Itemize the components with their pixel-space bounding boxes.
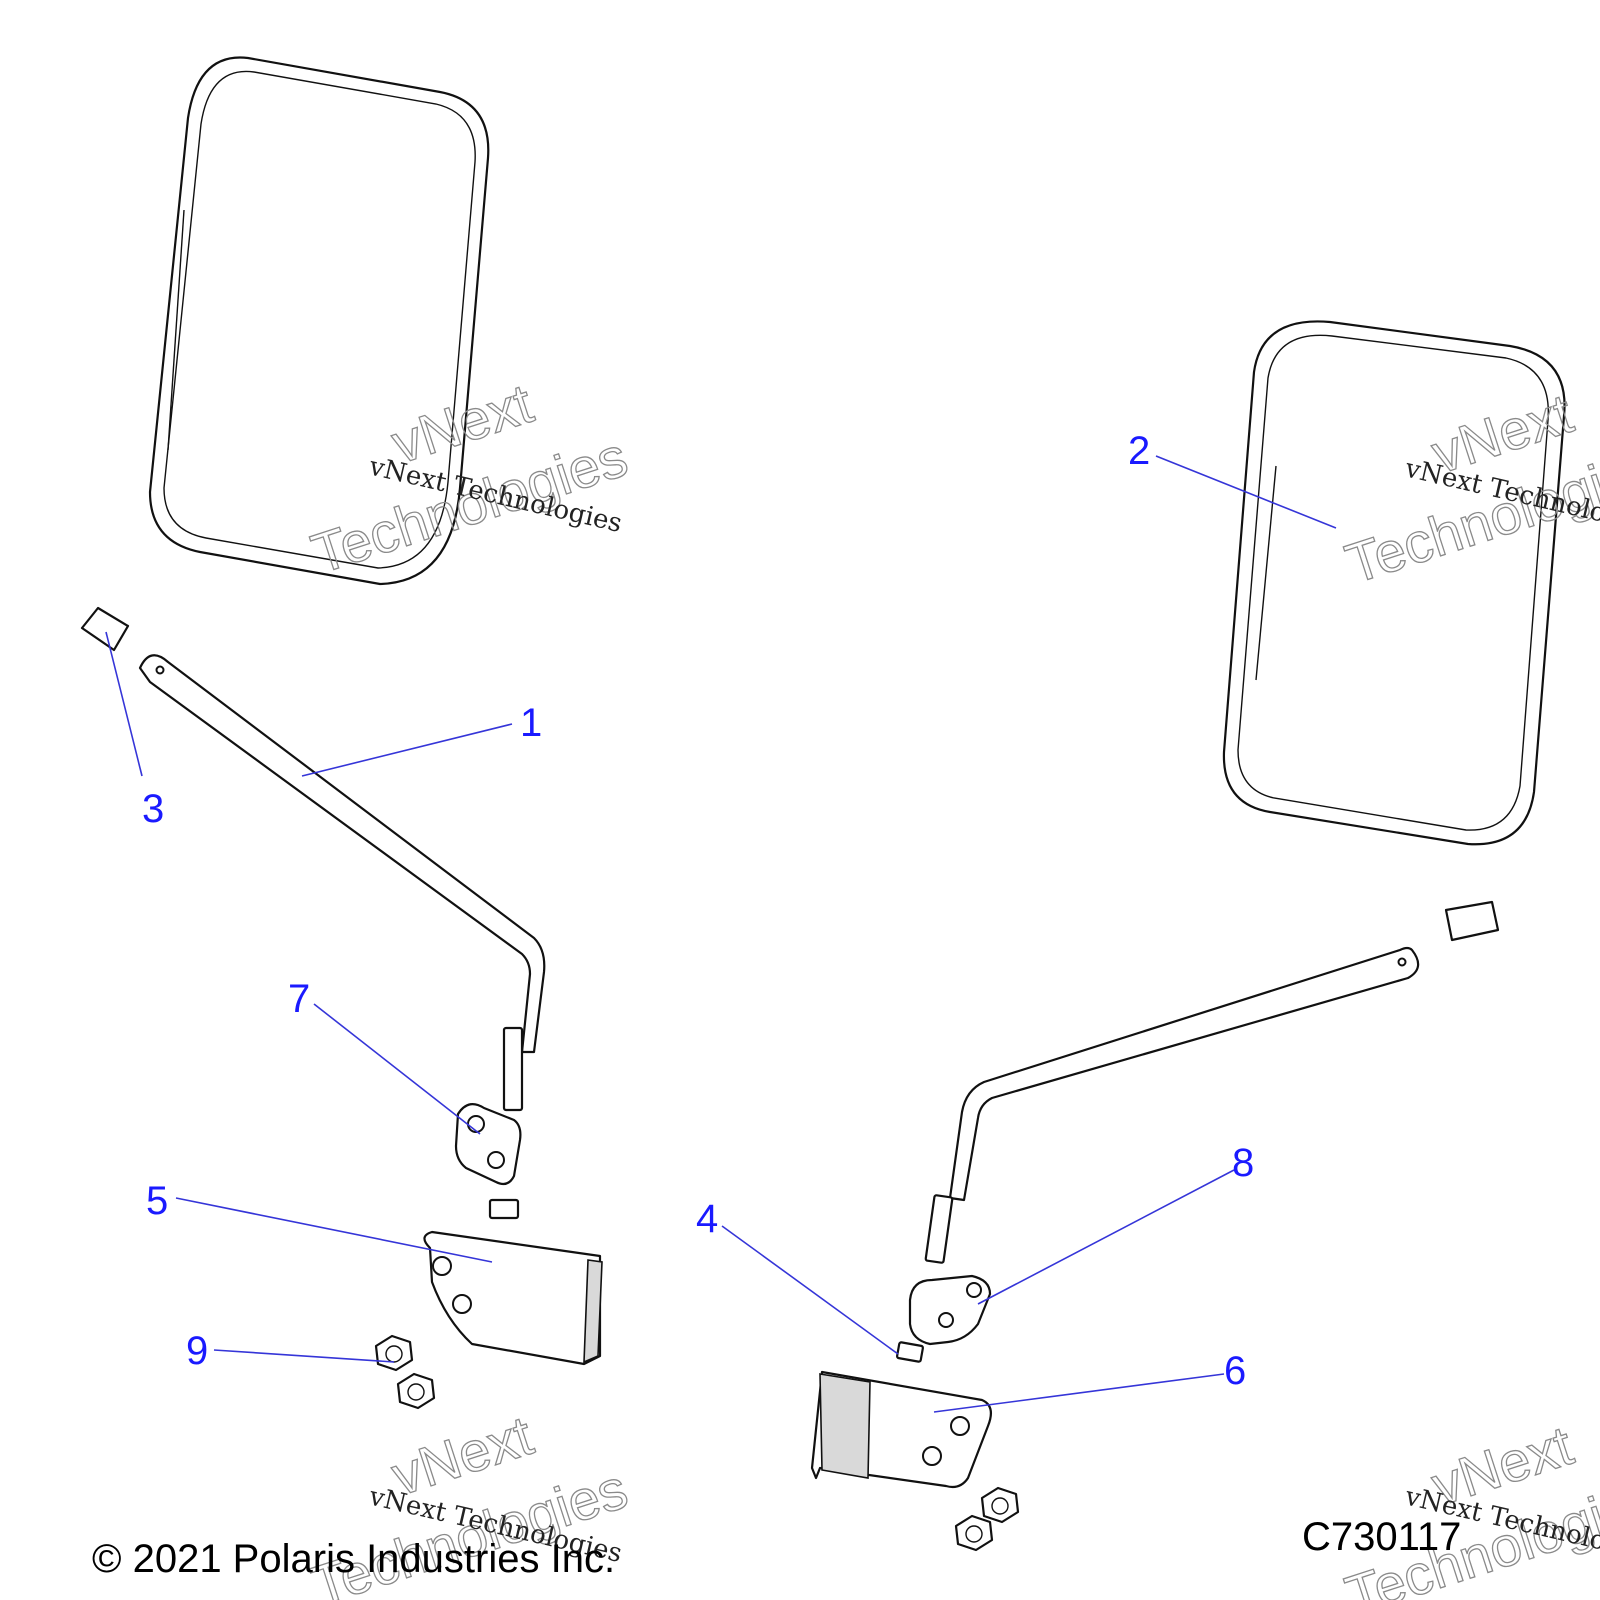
bolts-left [374, 1334, 436, 1410]
leader-3 [105, 631, 143, 777]
leader-1 [301, 723, 513, 777]
footer: © 2021 Polaris Industries Inc. C730117 [92, 1515, 1461, 1581]
leader-8 [977, 1169, 1235, 1305]
mirror-arm-right [924, 946, 1420, 1264]
callout-6: 6 [1224, 1349, 1246, 1393]
end-cap-right [1444, 900, 1500, 942]
leader-7 [313, 1003, 481, 1135]
callout-3: 3 [142, 787, 164, 831]
end-cap-left [80, 606, 130, 652]
pivot-bracket-right [908, 1274, 992, 1346]
callout-8: 8 [1232, 1141, 1254, 1185]
callout-9: 9 [186, 1329, 208, 1373]
diagram-id: C730117 [1302, 1515, 1461, 1559]
leader-4 [721, 1225, 899, 1355]
callout-7: 7 [288, 977, 310, 1021]
leader-lines [105, 455, 1337, 1413]
leader-6 [933, 1373, 1225, 1413]
callouts: 1 2 3 4 5 6 7 8 9 [142, 429, 1254, 1393]
callout-4: 4 [696, 1197, 718, 1241]
mirror-arm-left [138, 654, 546, 1112]
callout-2: 2 [1128, 429, 1150, 473]
bolts-right [954, 1486, 1020, 1552]
base-bracket-left [423, 1230, 603, 1366]
spacer-right [896, 1341, 924, 1363]
base-bracket-right [810, 1370, 993, 1489]
mirror-head-left [148, 56, 490, 586]
mirror-head-right [1222, 320, 1566, 846]
leader-5 [175, 1197, 493, 1263]
callout-1: 1 [520, 701, 542, 745]
leader-2 [1155, 455, 1337, 529]
pivot-bracket-left [454, 1103, 522, 1186]
watermark-bottom-right: vNext Technologies vNext Technologies [1338, 1412, 1600, 1600]
spacer-left [488, 1198, 520, 1220]
leader-9 [213, 1349, 395, 1363]
copyright-notice: © 2021 Polaris Industries Inc. [92, 1537, 615, 1581]
callout-5: 5 [146, 1179, 168, 1223]
